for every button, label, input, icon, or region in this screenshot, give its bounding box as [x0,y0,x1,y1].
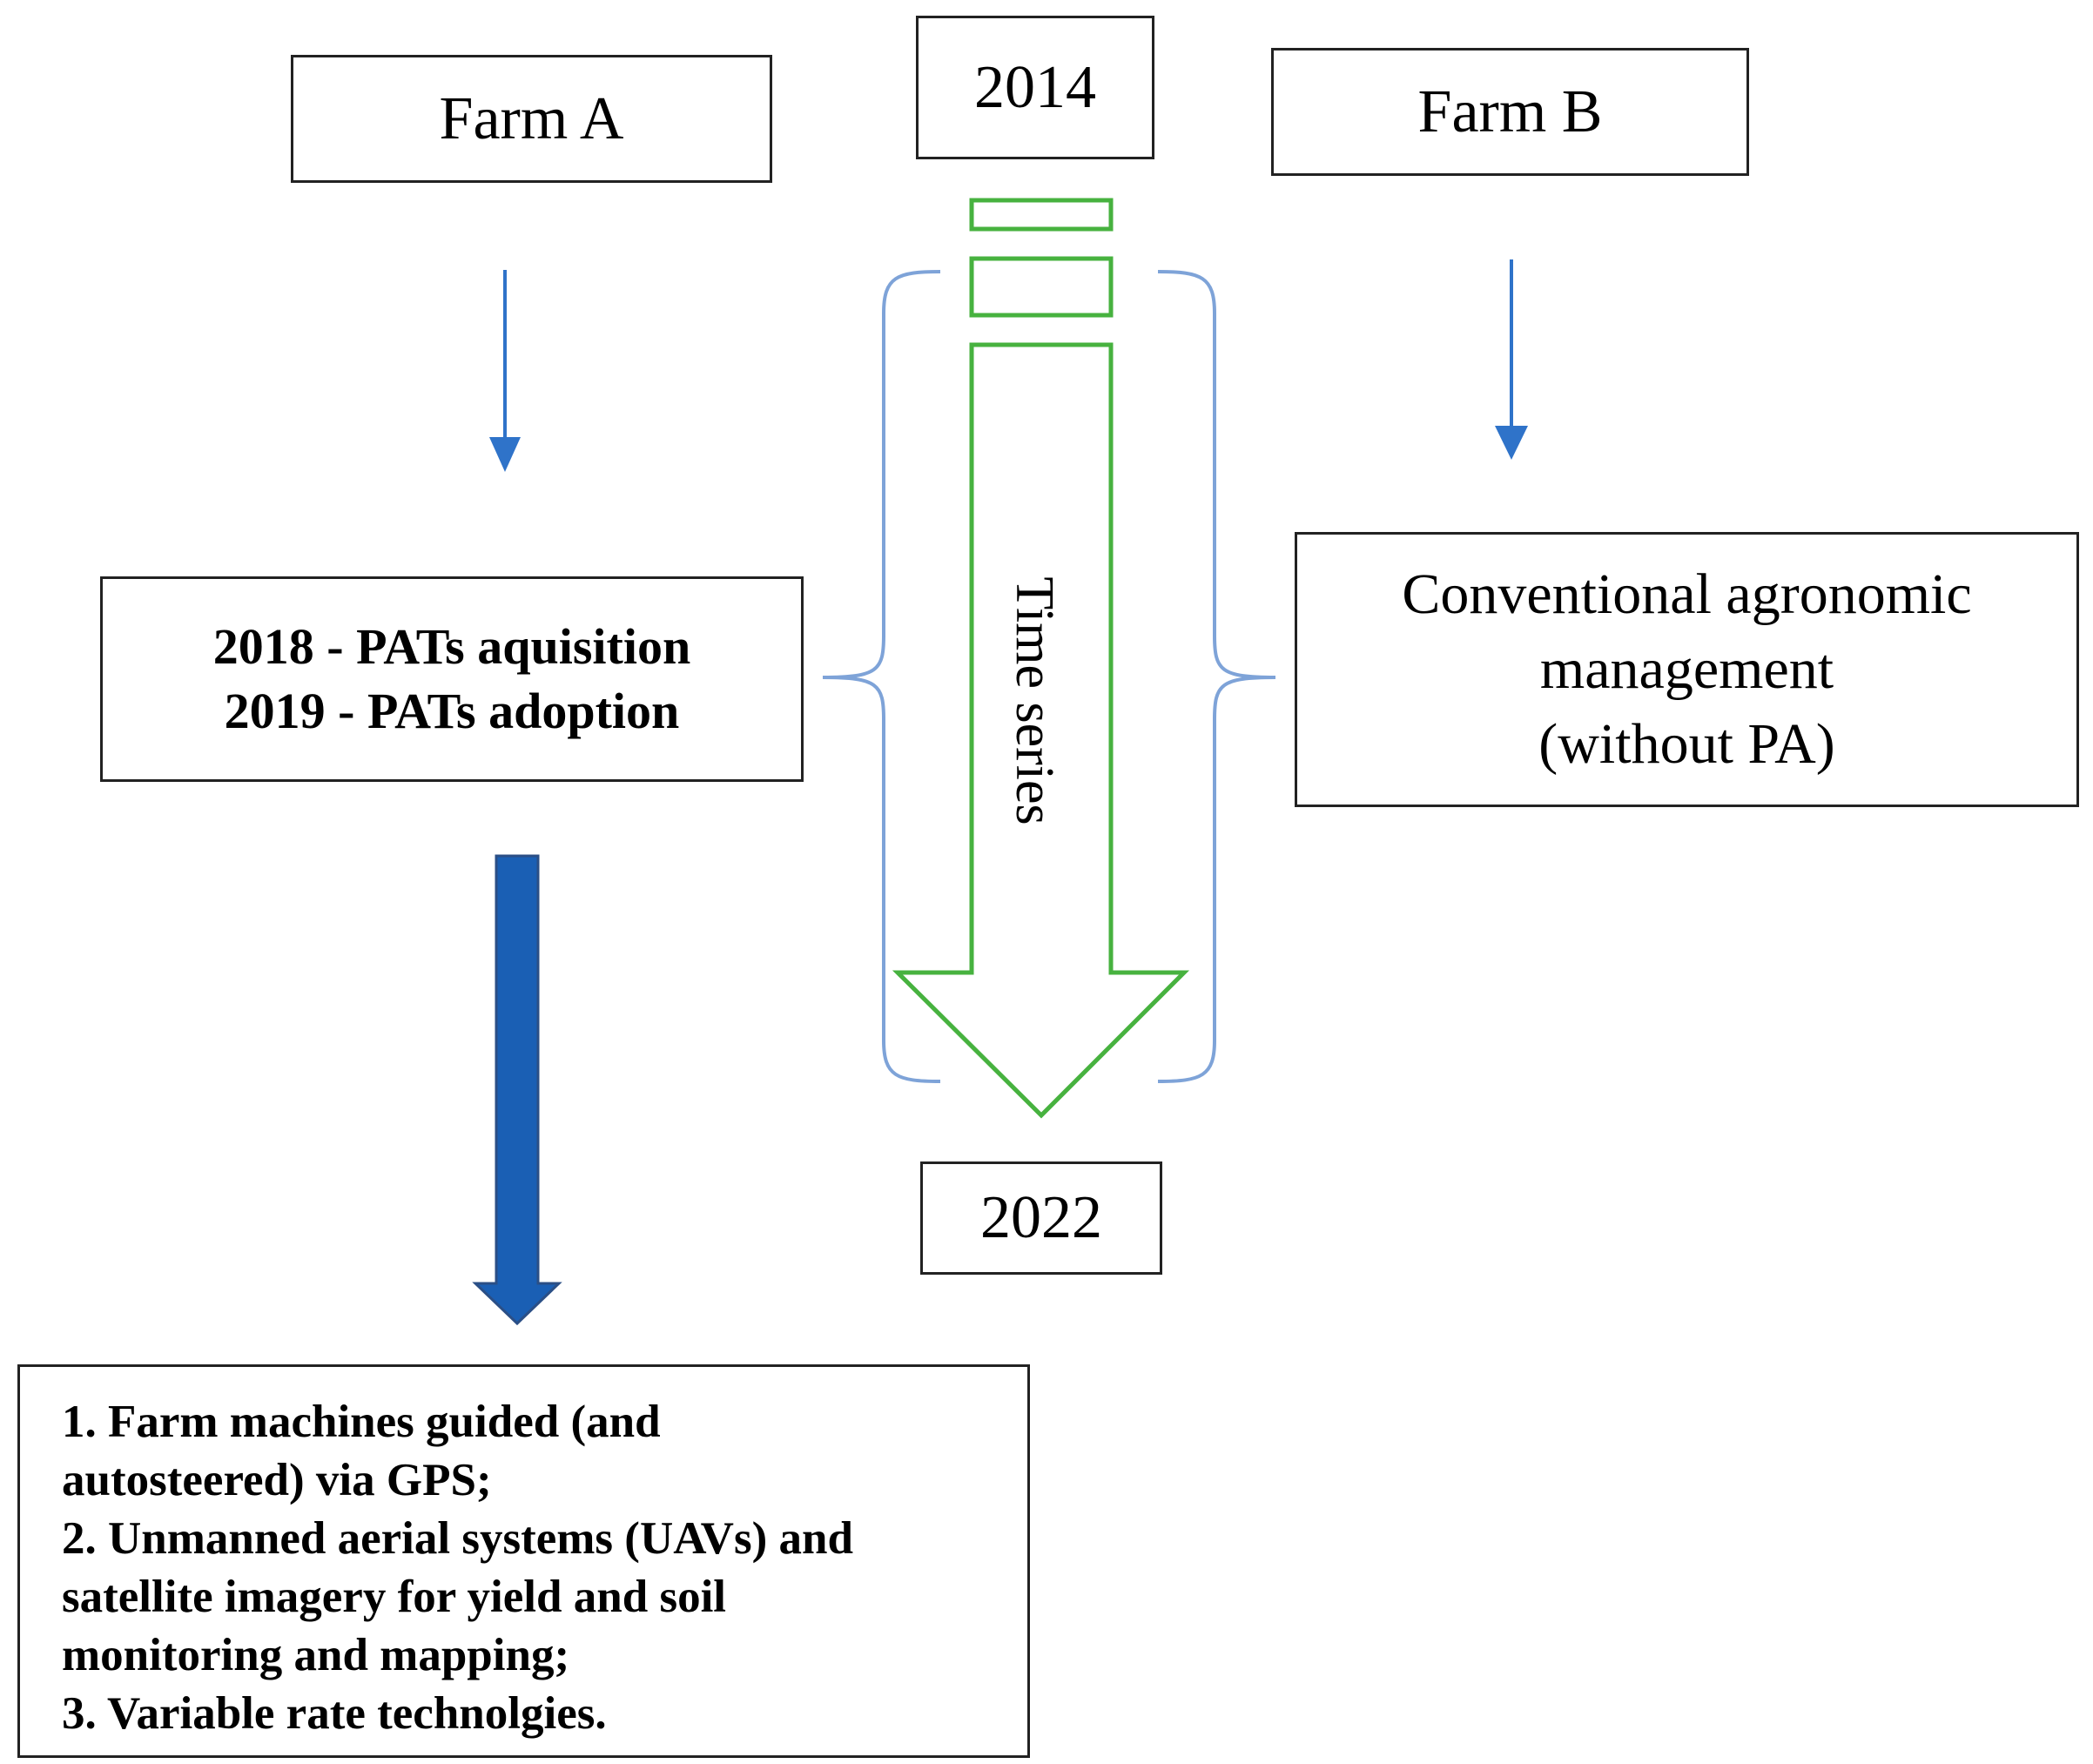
farm-a-down-arrow [489,270,521,472]
farm-b-box: Farm B [1271,48,1749,176]
management-line-3: (without PA) [1538,712,1835,776]
farm-a-box: Farm A [291,55,772,183]
timeline-small-bar-1 [969,198,1114,232]
management-line-2: management [1539,637,1834,701]
technologies-box: 1. Farm machines guided (and autosteered… [17,1364,1030,1758]
farm-a-pats-box: 2018 - PATs aquisition 2019 - PATs adopt… [100,576,804,782]
management-line-1: Conventional agronomic [1402,562,1972,626]
start-year-label: 2014 [974,53,1096,121]
farm-a-technologies-arrow [472,854,562,1326]
farm-b-down-arrow [1495,259,1528,460]
end-year-label: 2022 [980,1184,1102,1251]
time-series-label: Time series [1005,576,1064,825]
farm-b-label: Farm B [1417,77,1603,145]
start-year-box: 2014 [916,16,1154,159]
farm-a-label: Farm A [439,84,624,152]
technology-line: satellite imagery for yield and soil [62,1572,727,1622]
timeline-arrow [892,342,1190,1119]
technology-line: autosteered) via GPS; [62,1455,492,1505]
technology-line: monitoring and mapping; [62,1630,570,1680]
farm-b-management-box: Conventional agronomic management (witho… [1295,532,2079,807]
farm-b-management-text: Conventional agronomic management (witho… [1402,557,1971,782]
farm-a-pats-text: 2018 - PATs aquisition 2019 - PATs adopt… [213,615,690,744]
timeline-small-bar-2 [969,256,1114,318]
pats-adoption-line: 2019 - PATs adoption [224,683,680,739]
right-brace [1157,270,1276,1083]
technology-line: 2. Unmanned aerial systems (UAVs) and [62,1513,853,1564]
left-brace [822,270,941,1083]
technology-line: 3. Variable rate technolgies. [62,1688,607,1739]
end-year-box: 2022 [920,1161,1162,1275]
technology-line: 1. Farm machines guided (and [62,1397,661,1447]
pats-acquisition-line: 2018 - PATs aquisition [212,618,691,675]
